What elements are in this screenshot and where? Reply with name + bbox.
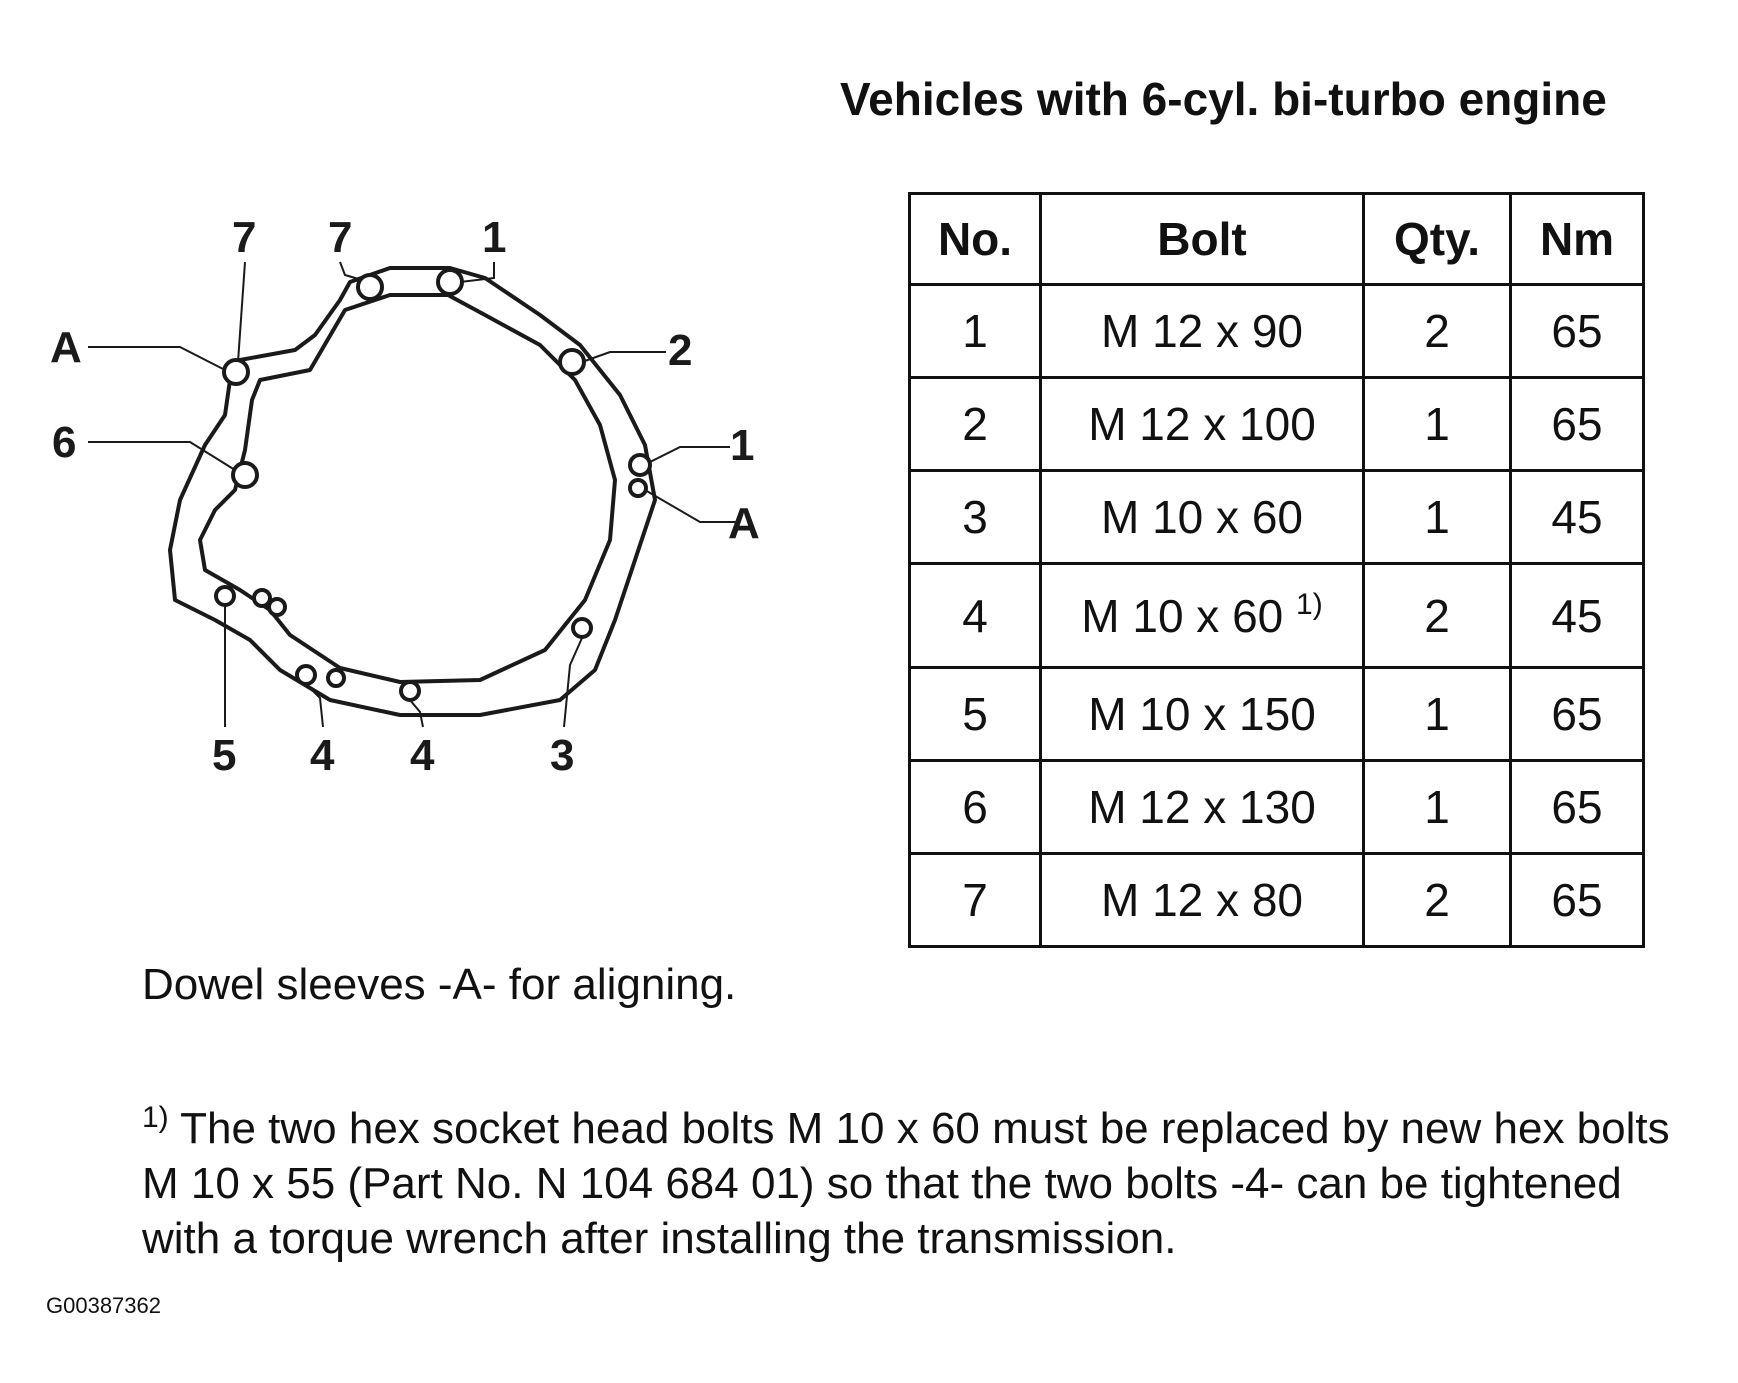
cell-qty: 2 xyxy=(1362,852,1512,948)
bolt-size: M 12 x 130 xyxy=(1088,781,1316,833)
callout-A-left: A xyxy=(50,323,82,372)
cell-bolt: M 12 x 90 xyxy=(1039,283,1365,379)
table-row: 2 M 12 x 100 1 65 xyxy=(908,376,1645,472)
bolt-torque-table: No. Bolt Qty. Nm 1 M 12 x 90 2 65 2 M 12… xyxy=(908,192,1645,948)
bolt-holes xyxy=(214,268,652,702)
leader-lines xyxy=(88,261,740,728)
callout-4-left: 4 xyxy=(310,731,335,780)
cell-no: 3 xyxy=(908,469,1042,565)
header-qty: Qty. xyxy=(1362,192,1512,286)
table-row: 5 M 10 x 150 1 65 xyxy=(908,666,1645,762)
cell-qty: 2 xyxy=(1362,283,1512,379)
figure-id: G00387362 xyxy=(46,1293,161,1318)
cell-bolt: M 12 x 100 xyxy=(1039,376,1365,472)
cell-bolt: M 10 x 60 1) xyxy=(1039,562,1365,669)
cell-nm: 65 xyxy=(1509,376,1645,472)
table-row: 6 M 12 x 130 1 65 xyxy=(908,759,1645,855)
cell-no: 2 xyxy=(908,376,1042,472)
cell-no: 4 xyxy=(908,562,1042,669)
callout-2: 2 xyxy=(668,326,692,375)
table-row: 1 M 12 x 90 2 65 xyxy=(908,283,1645,379)
callout-4-right: 4 xyxy=(410,731,435,780)
header-nm: Nm xyxy=(1509,192,1645,286)
cell-bolt: M 12 x 130 xyxy=(1039,759,1365,855)
table-row: 7 M 12 x 80 2 65 xyxy=(908,852,1645,948)
cell-nm: 65 xyxy=(1509,852,1645,948)
callout-3: 3 xyxy=(550,731,574,780)
cell-qty: 2 xyxy=(1362,562,1512,669)
header-bolt: Bolt xyxy=(1039,192,1365,286)
callout-1-top: 1 xyxy=(482,220,506,262)
cell-nm: 65 xyxy=(1509,666,1645,762)
table-row: 3 M 10 x 60 1 45 xyxy=(908,469,1645,565)
callout-7-left: 7 xyxy=(232,220,256,262)
bellhousing-bolt-diagram: 7 7 1 2 A 6 1 A 5 4 4 3 xyxy=(50,220,760,780)
callout-7-middle: 7 xyxy=(328,220,352,262)
footnote-text: The two hex socket head bolts M 10 x 60 … xyxy=(142,1104,1670,1263)
bolt-size: M 12 x 90 xyxy=(1101,305,1303,357)
callout-6: 6 xyxy=(52,418,76,467)
bolt-size: M 12 x 80 xyxy=(1101,874,1303,926)
cell-bolt: M 10 x 60 xyxy=(1039,469,1365,565)
bellhousing-outline xyxy=(168,266,657,717)
cell-qty: 1 xyxy=(1362,469,1512,565)
cell-no: 1 xyxy=(908,283,1042,379)
bolt-size: M 10 x 150 xyxy=(1088,688,1316,740)
callout-1-right: 1 xyxy=(730,421,754,470)
dowel-sleeve-note: Dowel sleeves -A- for aligning. xyxy=(142,960,737,1009)
cell-nm: 45 xyxy=(1509,469,1645,565)
cell-bolt: M 12 x 80 xyxy=(1039,852,1365,948)
cell-nm: 65 xyxy=(1509,283,1645,379)
cell-nm: 45 xyxy=(1509,562,1645,669)
cell-nm: 65 xyxy=(1509,759,1645,855)
footnote-marker: 1) xyxy=(142,1101,169,1134)
callout-A-right: A xyxy=(728,499,760,548)
bolt-size: M 10 x 60 xyxy=(1101,491,1303,543)
bolt-size: M 10 x 60 xyxy=(1081,590,1284,642)
table-row: 4 M 10 x 60 1) 2 45 xyxy=(908,562,1645,669)
table-header-row: No. Bolt Qty. Nm xyxy=(908,192,1645,286)
bolt-size: M 12 x 100 xyxy=(1088,398,1316,450)
cell-no: 5 xyxy=(908,666,1042,762)
footnote-marker: 1) xyxy=(1296,588,1323,621)
cell-no: 6 xyxy=(908,759,1042,855)
callout-5: 5 xyxy=(212,731,236,780)
cell-no: 7 xyxy=(908,852,1042,948)
cell-bolt: M 10 x 150 xyxy=(1039,666,1365,762)
header-no: No. xyxy=(908,192,1042,286)
page-heading: Vehicles with 6-cyl. bi-turbo engine xyxy=(840,73,1607,125)
cell-qty: 1 xyxy=(1362,376,1512,472)
diagram-callouts: 7 7 1 2 A 6 1 A 5 4 4 3 xyxy=(50,220,760,780)
footnote: 1) The two hex socket head bolts M 10 x … xyxy=(142,1090,1702,1266)
cell-qty: 1 xyxy=(1362,666,1512,762)
cell-qty: 1 xyxy=(1362,759,1512,855)
